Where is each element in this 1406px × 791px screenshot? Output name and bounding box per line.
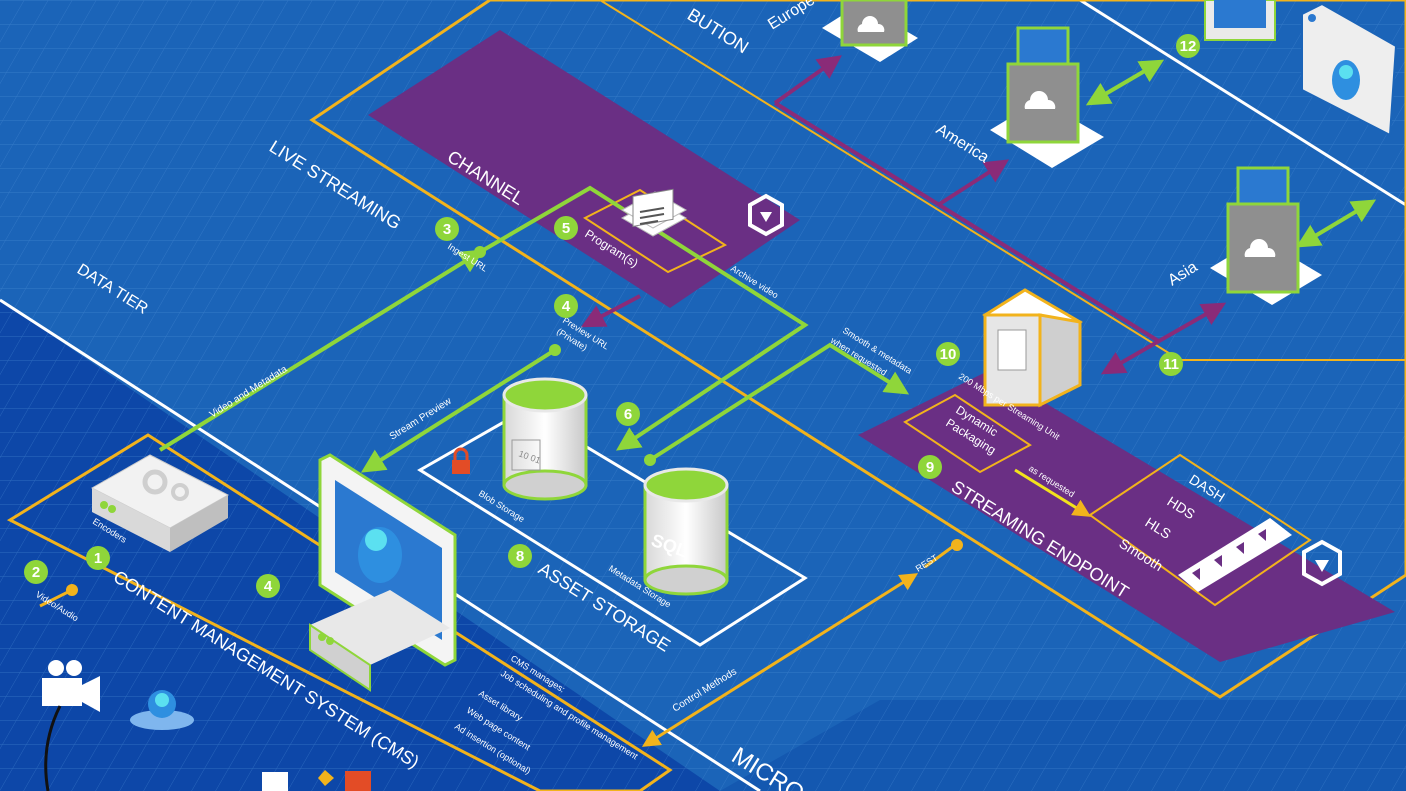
cloud-icon [1024, 91, 1056, 109]
control-methods-arrow [641, 573, 919, 747]
client-monitor[interactable] [1204, 0, 1276, 41]
media-services-icon [748, 193, 784, 237]
step-badge-10: 10 [936, 342, 960, 366]
camera-icon [42, 660, 100, 791]
europe-arrow [773, 55, 842, 105]
globe-icon [1016, 26, 1070, 66]
cms-outline [6, 433, 673, 791]
step-badge-3: 3 [435, 217, 459, 241]
cloud-icon [1244, 239, 1276, 257]
step-badge-4: 4 [256, 574, 280, 598]
metadata-dot [644, 454, 656, 466]
asia-server[interactable] [1210, 166, 1322, 305]
step-number: 6 [624, 406, 632, 423]
app-logo-icon [318, 770, 334, 786]
app-logo-icon [345, 771, 371, 791]
step-number: 9 [926, 459, 934, 476]
step-number: 4 [264, 578, 273, 595]
blob-storage-cylinder[interactable] [502, 377, 588, 501]
tier-divider-top [1079, 0, 1406, 207]
step-number: 2 [32, 564, 40, 581]
step-number: 4 [562, 298, 571, 315]
play-icon-strip [1178, 518, 1292, 592]
step-number: 12 [1180, 38, 1197, 55]
step-badge-5: 5 [554, 216, 578, 240]
step-badge-9: 9 [918, 455, 942, 479]
asia-arrow [1100, 302, 1227, 375]
programs-box [583, 188, 728, 274]
america-client-arrow [1085, 59, 1165, 106]
video-metadata-arrow [158, 249, 485, 452]
gear-icon [171, 483, 189, 501]
step-number: 10 [940, 346, 957, 363]
stream-preview-arrow [360, 348, 557, 473]
cloud-icon [857, 16, 885, 32]
streaming-endpoint-server[interactable] [982, 288, 1083, 408]
preview-dot [549, 344, 561, 356]
globe-icon [1236, 166, 1290, 206]
play-icon [1192, 568, 1200, 580]
step-number: 5 [562, 220, 570, 237]
step-number: 1 [94, 550, 102, 567]
america-server[interactable] [990, 26, 1104, 168]
media-services-icon [1302, 539, 1342, 587]
formats-box [1088, 453, 1312, 607]
archive-video-arrow [478, 185, 809, 451]
client-browser[interactable] [1301, 2, 1398, 137]
cms-monitor[interactable] [309, 453, 457, 692]
app-logo-icon [262, 772, 288, 791]
dynamic-packaging-box [903, 393, 1032, 474]
play-icon [1258, 529, 1266, 541]
play-icon [1236, 542, 1244, 554]
step-badge-12: 12 [1176, 34, 1200, 58]
as-requested-arrow [1014, 468, 1092, 517]
encoders-box[interactable] [90, 454, 230, 552]
mascot-icon [130, 690, 194, 730]
step-badge-6: 6 [616, 402, 640, 426]
streaming-endpoint-panel [858, 370, 1395, 662]
play-icon [1214, 555, 1222, 567]
step-number: 8 [516, 548, 524, 565]
preview-url-arrow [580, 294, 641, 328]
step-badge-4: 4 [554, 294, 578, 318]
gear-icon [142, 469, 168, 495]
smooth-metadata-arrow [648, 342, 910, 462]
europe-server[interactable] [822, 0, 918, 62]
mascot-icon [1332, 60, 1360, 100]
rest-dot [951, 539, 963, 551]
document-stack-icon [620, 188, 688, 237]
metadata-storage-cylinder[interactable] [643, 467, 729, 596]
video-audio-dot [66, 584, 78, 596]
live-streaming-outline [309, 0, 1406, 699]
lock-icon [452, 447, 470, 474]
channel-panel [368, 30, 800, 308]
step-badge-2: 2 [24, 560, 48, 584]
step-number: 11 [1163, 356, 1179, 373]
asia-client-arrow [1295, 199, 1377, 248]
step-badge-11: 11 [1159, 352, 1183, 376]
ingest-dot [474, 246, 486, 258]
step-badge-8: 8 [508, 544, 532, 568]
america-arrow [936, 159, 1010, 207]
step-number: 3 [443, 221, 451, 238]
step-badge-1: 1 [86, 546, 110, 570]
monitor-icon [1214, 0, 1266, 28]
